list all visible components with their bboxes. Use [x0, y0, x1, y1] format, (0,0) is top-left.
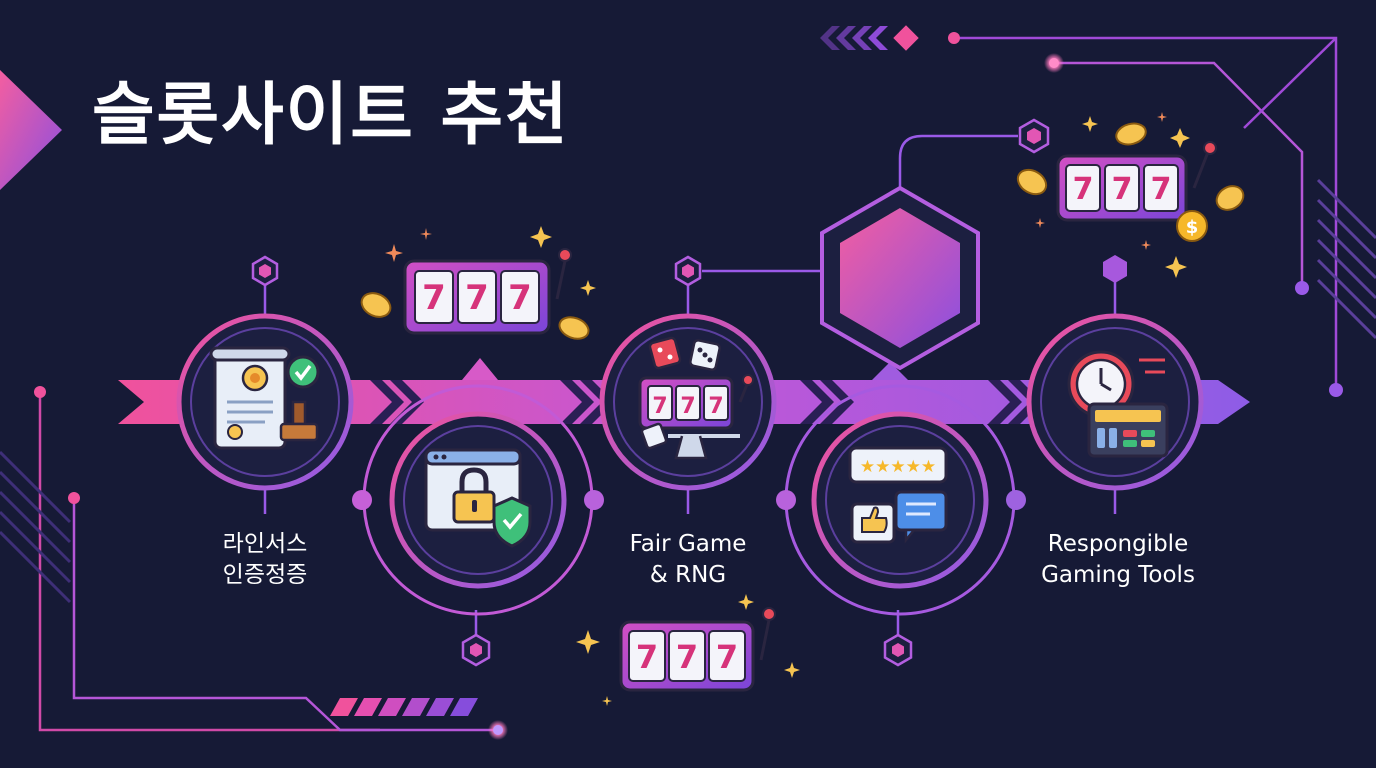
parallelogram-stripes-bottom [330, 698, 478, 716]
slot-reel-symbol: 7 [652, 394, 667, 419]
sparkle-icons [385, 112, 1190, 706]
svg-text:7: 7 [676, 638, 698, 676]
timer-control-panel-icon [1067, 350, 1169, 458]
circuit-node [1295, 281, 1309, 295]
svg-text:7: 7 [716, 638, 738, 676]
svg-text:7: 7 [422, 278, 446, 318]
review-stars: ★★★★★ [860, 457, 936, 477]
circuit-node [948, 32, 960, 44]
coin-icons [360, 122, 1245, 340]
node-connectors [263, 134, 1117, 636]
svg-text:7: 7 [465, 278, 489, 318]
slot-machine-decoration-bottom: 7 7 7 [619, 607, 776, 692]
slot-reel-symbol: 7 [680, 394, 695, 419]
slot-machine-decoration-top-right: 7 7 7 [1056, 141, 1217, 222]
slot-machine-decoration-top-left: 7 7 7 [403, 248, 572, 335]
hexagon-nodes [251, 118, 1127, 667]
step-label-fair-game: Fair Game & RNG [629, 531, 747, 588]
svg-text:7: 7 [1112, 172, 1133, 207]
license-certificate-icon [209, 346, 320, 450]
secure-browser-lock-icon [424, 448, 532, 548]
step-label-responsible-gaming: Respongible Gaming Tools [1041, 531, 1195, 588]
slot-reel-symbol: 7 [708, 394, 723, 419]
circuit-lines-bottom-left [38, 392, 498, 732]
corner-triangle-accent [0, 70, 62, 190]
svg-text:7: 7 [636, 638, 658, 676]
circuit-node [1329, 383, 1343, 397]
large-hexagon [820, 185, 980, 371]
hatch-lines-right [1316, 178, 1376, 340]
dollar-coin-icon: $ [1186, 217, 1199, 238]
reviews-rating-icon: ★★★★★ [848, 446, 948, 544]
step-label-license: 라인서스 인증정증 [222, 531, 308, 588]
svg-text:7: 7 [1151, 172, 1172, 207]
svg-text:7: 7 [1073, 172, 1094, 207]
chevron-decoration-top [820, 25, 919, 51]
hatch-lines-left [0, 450, 72, 604]
page-title: 슬롯사이트 추천 [92, 76, 570, 155]
circuit-lines-top-right [954, 36, 1338, 390]
slot-machine-dice-icon: 7 7 7 [638, 336, 754, 460]
svg-text:7: 7 [508, 278, 532, 318]
